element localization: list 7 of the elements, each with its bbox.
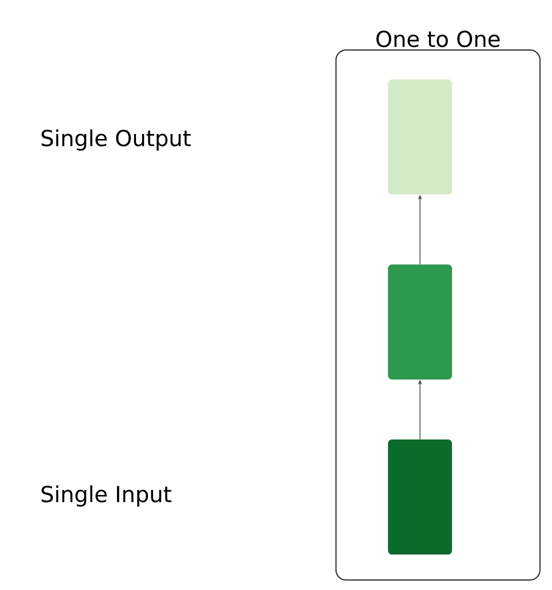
box (388, 264, 452, 380)
group-frame: One to One (335, 30, 541, 581)
node-label: One to One (376, 30, 500, 48)
side-label: Single Input (42, 485, 172, 507)
side-label: Single Output (42, 129, 191, 151)
box (388, 80, 452, 194)
box (388, 440, 452, 554)
